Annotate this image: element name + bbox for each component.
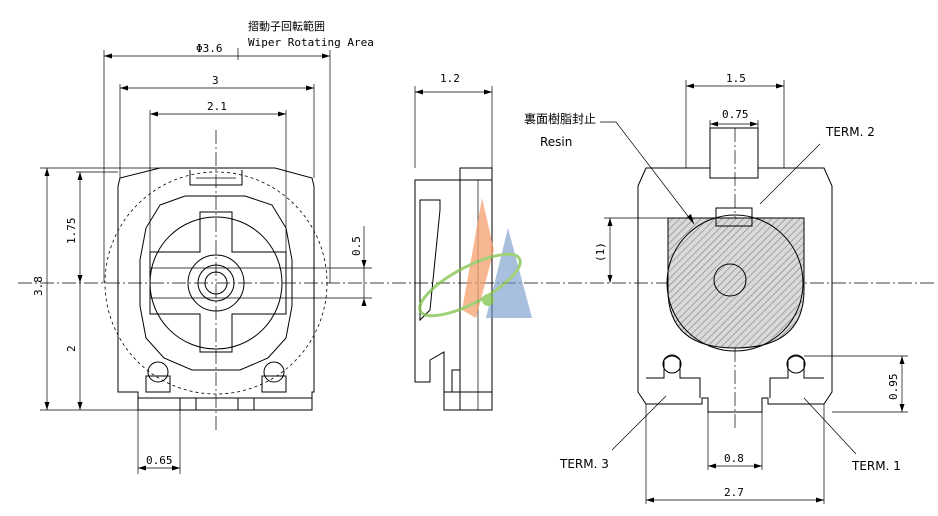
front-view: Φ3.6 3 2.1 摺動子回転範囲 Wiper Rotating Area 3… bbox=[32, 19, 374, 474]
dim-1-5: 1.5 bbox=[726, 72, 746, 85]
resin-en-label: Resin bbox=[540, 135, 572, 149]
dim-1-75: 1.75 bbox=[65, 218, 78, 245]
dim-0-95: 0.95 bbox=[887, 374, 900, 401]
watermark-logo bbox=[418, 198, 532, 318]
dim-0-5: 0.5 bbox=[350, 236, 363, 256]
resin-area bbox=[667, 217, 805, 349]
dim-2-7: 2.7 bbox=[724, 486, 744, 499]
dim-2-1: 2.1 bbox=[207, 100, 227, 113]
term2-label: TERM. 2 bbox=[825, 125, 875, 139]
side-view: 1.2 bbox=[414, 72, 493, 411]
term3-label: TERM. 3 bbox=[559, 457, 609, 471]
wiper-area-en-label: Wiper Rotating Area bbox=[248, 36, 374, 49]
dim-3: 3 bbox=[212, 74, 219, 87]
wiper-area-jp-label: 摺動子回転範囲 bbox=[248, 19, 325, 33]
dim-0-8: 0.8 bbox=[724, 452, 744, 465]
resin-jp-label: 裏面樹脂封止 bbox=[524, 111, 596, 126]
dim-0-65: 0.65 bbox=[146, 454, 173, 467]
dim-2: 2 bbox=[65, 345, 78, 352]
back-view: 1.5 0.75 (1) 0.95 0.8 2.7 bbox=[524, 72, 908, 504]
term1-label: TERM. 1 bbox=[851, 459, 901, 473]
dim-3-8: 3.8 bbox=[32, 276, 45, 296]
dim-1-paren: (1) bbox=[594, 242, 607, 262]
dim-1-2: 1.2 bbox=[440, 72, 460, 85]
dim-phi: Φ3.6 bbox=[196, 42, 223, 55]
dim-0-75: 0.75 bbox=[722, 108, 749, 121]
